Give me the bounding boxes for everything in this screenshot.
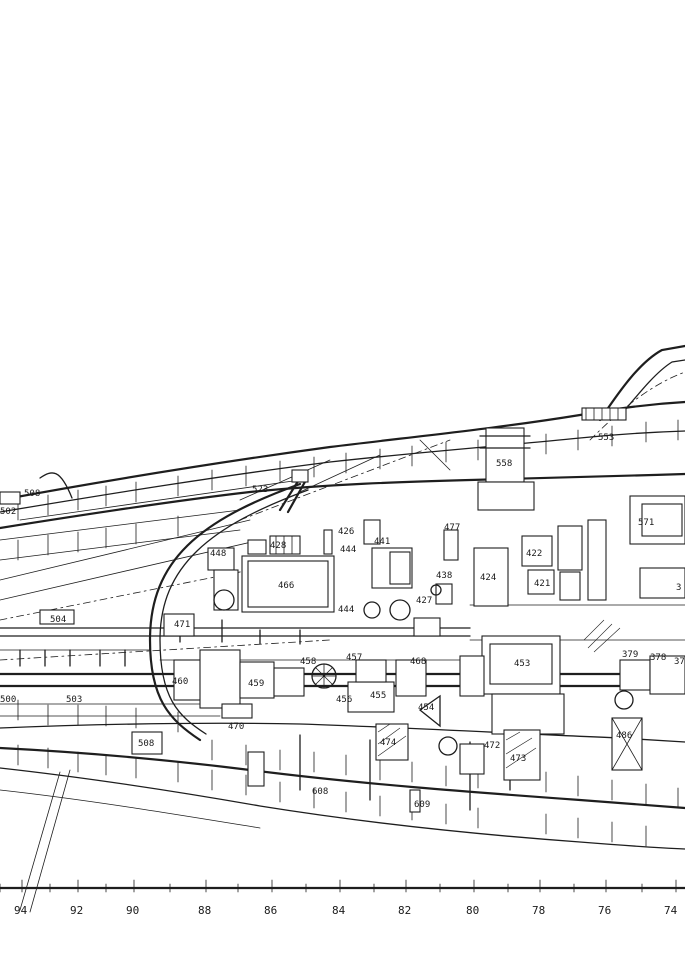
frame-number: 90 [126, 904, 139, 917]
component-label: 468 [410, 657, 426, 667]
component-label: 424 [480, 573, 496, 583]
component-label: 454 [418, 703, 434, 713]
component-label: 379 [622, 650, 638, 660]
component-label: 438 [436, 571, 452, 581]
component-label: 457 [346, 653, 362, 663]
frame-number: 84 [332, 904, 346, 917]
frame-number: 86 [264, 904, 277, 917]
component-label: 458 [300, 657, 316, 667]
component-label: 470 [228, 722, 244, 732]
component-label: 474 [380, 738, 396, 748]
frame-number: 74 [664, 904, 678, 917]
component-label: 3 [676, 583, 681, 593]
component-label: 486 [616, 731, 632, 741]
frame-number: 78 [532, 904, 545, 917]
component-label: 466 [278, 581, 294, 591]
frame-number: 80 [466, 904, 479, 917]
component-label: 453 [514, 659, 530, 669]
component-label: 422 [526, 549, 542, 559]
component-label: 502 [0, 507, 16, 517]
frame-ribs [17, 419, 679, 847]
component-label: 500 [0, 695, 16, 705]
component-label: 421 [534, 579, 550, 589]
frame-scale [0, 879, 685, 893]
frame-number: 76 [598, 904, 611, 917]
frame-number: 82 [398, 904, 411, 917]
component-label: 472 [484, 741, 500, 751]
component-label: 37 [674, 657, 685, 667]
component-label: 456 [336, 695, 352, 705]
component-label: 608 [312, 787, 328, 797]
component-label: 558 [496, 459, 512, 469]
component-label: 503 [66, 695, 82, 705]
component-label: 508 [138, 739, 154, 749]
frame-number: 94 [14, 904, 28, 917]
component-label: 508 [24, 489, 40, 499]
component-label: 444 [340, 545, 356, 555]
component-label: 459 [248, 679, 264, 689]
component-label: 378 [650, 653, 666, 663]
component-label: 448 [210, 549, 226, 559]
component-label: 609 [414, 800, 430, 810]
frame-number-layer: 94 92 90 88 86 84 82 80 78 76 74 [14, 904, 678, 917]
frame-number: 92 [70, 904, 83, 917]
component-label: 473 [510, 754, 526, 764]
component-label: 553 [598, 433, 614, 443]
component-label: 571 [638, 518, 654, 528]
component-label: 444 [338, 605, 354, 615]
component-label: 504 [50, 615, 66, 625]
component-label-layer: 508 502 523 426 428 441 444 448 466 477 … [0, 433, 685, 810]
frame-number: 88 [198, 904, 211, 917]
hull-outline [0, 344, 685, 913]
component-label: 427 [416, 596, 432, 606]
component-label: 426 [338, 527, 354, 537]
component-label: 460 [172, 677, 188, 687]
hatching-details [377, 619, 621, 769]
component-label: 428 [270, 541, 286, 551]
component-label: 471 [174, 620, 190, 630]
machinery [0, 407, 685, 813]
component-label: 441 [374, 537, 390, 547]
component-label: 455 [370, 691, 386, 701]
component-label: 523 [252, 485, 268, 495]
component-label: 477 [444, 523, 460, 533]
